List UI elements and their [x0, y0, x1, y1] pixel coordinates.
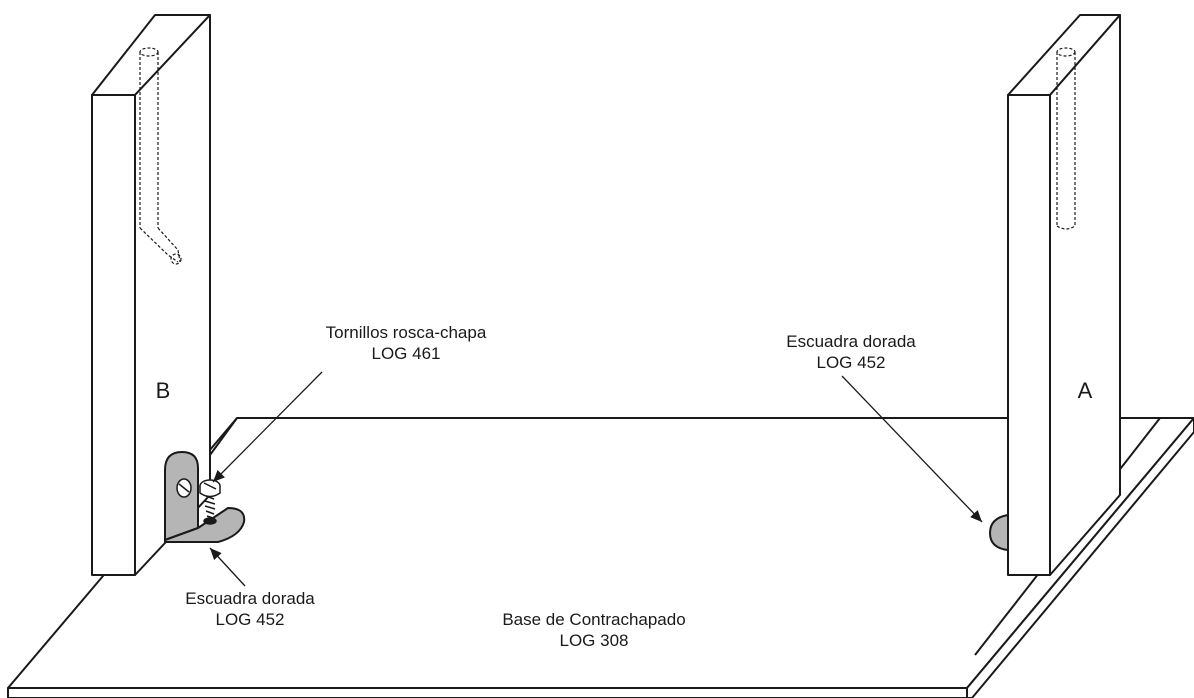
label-base: Base de Contrachapado LOG 308	[502, 610, 685, 650]
leader-lines	[209, 371, 983, 587]
label-bracket-right-code: LOG 452	[817, 353, 886, 372]
panel-b-dowel-hole	[139, 47, 182, 265]
side-panel-a	[1007, 14, 1121, 576]
label-bracket-right-name: Escuadra dorada	[786, 332, 916, 351]
label-bracket-left: Escuadra dorada LOG 452	[185, 589, 315, 629]
side-panel-b	[91, 14, 211, 576]
gold-bracket-right	[988, 513, 1009, 552]
bracket-right-leader-arrow	[841, 375, 983, 523]
bracket-left-leader-arrow	[209, 547, 246, 587]
panel-a-letter: A	[1078, 378, 1093, 403]
sheet-metal-screw	[199, 479, 221, 525]
label-bracket-left-code: LOG 452	[216, 610, 285, 629]
plywood-base	[7, 417, 1194, 698]
label-base-name: Base de Contrachapado	[502, 610, 685, 629]
bracket-left-screw-head	[176, 478, 192, 498]
label-screws-code: LOG 461	[372, 344, 441, 363]
label-screws: Tornillos rosca-chapa LOG 461	[326, 323, 487, 363]
panel-a-dowel-hole	[1056, 47, 1076, 230]
panel-b-letter: B	[156, 378, 171, 403]
label-base-code: LOG 308	[560, 631, 629, 650]
label-bracket-left-name: Escuadra dorada	[185, 589, 315, 608]
label-screws-name: Tornillos rosca-chapa	[326, 323, 487, 342]
label-bracket-right: Escuadra dorada LOG 452	[786, 332, 916, 372]
screw-leader-arrow	[212, 371, 323, 483]
